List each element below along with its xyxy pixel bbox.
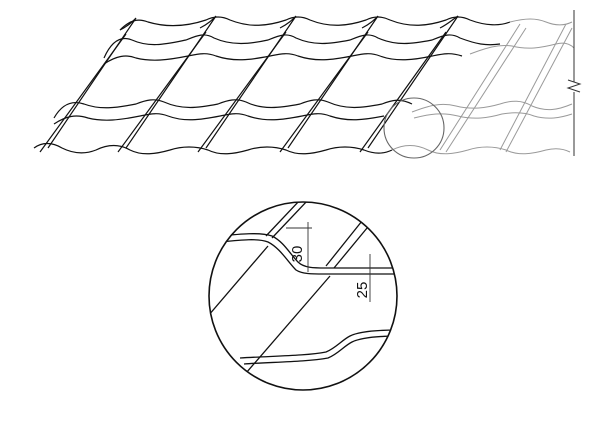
sheet-wave-crests	[39, 15, 459, 153]
step-row-top	[103, 34, 501, 59]
dimension-lines	[286, 222, 371, 302]
crest-line-3	[205, 15, 297, 149]
crest-line-1	[47, 17, 137, 149]
faded-crest-1	[439, 23, 521, 151]
detail-upper-sheet-bottom	[219, 239, 397, 275]
faded-step-top	[469, 42, 575, 55]
step-row-mid-lower	[53, 113, 385, 125]
dimension-profile-depth: 25	[354, 282, 371, 299]
sheet-bottom-edge	[33, 142, 393, 155]
crest-line-1b	[39, 33, 127, 153]
detail-upper-sheet-top	[219, 233, 397, 269]
crest-line-4b	[279, 31, 369, 153]
faded-crest-2b	[505, 27, 573, 153]
detail-rib-4	[239, 275, 331, 381]
detail-circle-outline	[208, 201, 398, 391]
detail-rib-1	[265, 202, 301, 237]
detail-rib-2b	[333, 221, 373, 269]
detail-reference-circle	[383, 97, 445, 159]
sheet-right-border	[566, 10, 582, 156]
sheet-step-rows	[33, 16, 511, 155]
detail-lower-sheet-top	[239, 329, 397, 359]
step-row-mid	[53, 99, 413, 119]
crest-line-2	[125, 15, 217, 149]
faded-step-mid-lower	[413, 112, 573, 119]
roof-sheet-view	[33, 10, 582, 159]
detail-view: 30 25	[208, 201, 398, 391]
detail-rib-3	[209, 245, 269, 331]
step-row-top-lower	[103, 53, 463, 65]
sheet-top-edge	[119, 16, 511, 31]
break-mark	[566, 79, 582, 93]
detail-lower-sheet-bottom	[243, 335, 397, 365]
faded-crest-1b	[445, 27, 527, 153]
faded-step-mid	[411, 100, 573, 113]
crest-line-4	[287, 15, 379, 149]
faded-top-edge	[509, 18, 573, 26]
dimension-step-height: 30	[289, 246, 306, 263]
sheet-faded-section	[391, 18, 575, 155]
crest-line-5	[367, 15, 459, 149]
detail-rib-2	[325, 215, 367, 267]
faded-crest-2	[499, 23, 567, 151]
crest-line-5b	[359, 31, 447, 153]
detail-rib-1b	[271, 202, 309, 239]
faded-bottom-edge	[391, 145, 571, 155]
crest-line-2b	[117, 31, 207, 153]
crest-line-3b	[197, 31, 287, 153]
